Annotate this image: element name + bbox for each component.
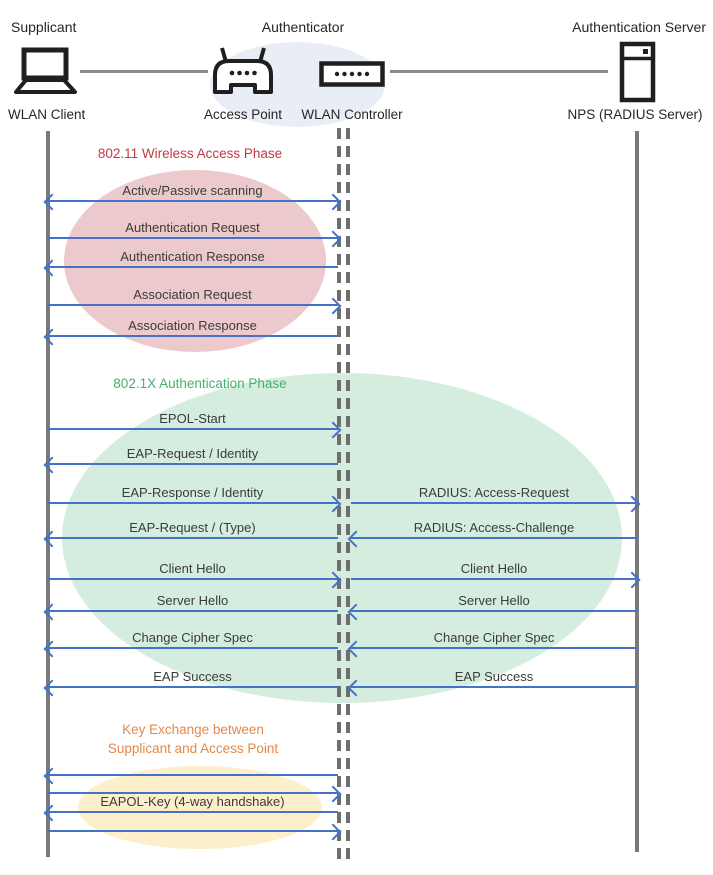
message-label: Client Hello [460, 561, 528, 576]
arrow-line [47, 774, 338, 776]
server-icon [619, 41, 656, 103]
message-label: EAP-Response / Identity [121, 485, 264, 500]
arrow-line [351, 537, 637, 539]
message-label: Change Cipher Spec [132, 630, 253, 645]
phase2-title: 802.1X Authentication Phase [113, 376, 287, 391]
wlan-controller-icon [319, 61, 385, 87]
arrow-line [47, 304, 338, 306]
device-label-access-point: Access Point [203, 107, 283, 122]
arrow-line [47, 811, 338, 813]
arrow-line [47, 463, 338, 465]
message-label: EAP-Request / Identity [126, 446, 259, 461]
message-label: Association Response [128, 318, 257, 333]
role-label-authentication-server: Authentication Server [572, 19, 706, 35]
phase3-title-line2: Supplicant and Access Point [107, 740, 279, 756]
message-label: Client Hello [159, 561, 226, 576]
message-label: Active/Passive scanning [122, 183, 263, 198]
arrow-line [351, 502, 637, 504]
arrow-line [47, 266, 338, 268]
role-label-authenticator: Authenticator [261, 19, 345, 35]
role-label-supplicant: Supplicant [11, 19, 77, 35]
message-label: Association Request [133, 287, 252, 302]
phase1-title: 802.11 Wireless Access Phase [97, 146, 283, 161]
phase3-title: Key Exchange between Supplicant and Acce… [63, 721, 323, 758]
message-label: EPOL-Start [159, 411, 226, 426]
arrow-line [47, 792, 338, 794]
arrow-line [47, 502, 338, 504]
arrow-line [47, 428, 338, 430]
arrow-line [351, 610, 637, 612]
message-label: EAPOL-Key (4-way handshake) [100, 794, 285, 809]
message-label: EAP-Request / (Type) [129, 520, 256, 535]
arrow-line [47, 200, 338, 202]
authenticator-lifeline-dashed-2 [346, 128, 350, 860]
server-lifeline [635, 131, 639, 852]
device-label-nps-radius-server: NPS (RADIUS Server) [567, 107, 703, 122]
authenticator-lifeline-dashed-1 [337, 128, 341, 860]
message-label: Change Cipher Spec [433, 630, 555, 645]
arrow-line [47, 335, 338, 337]
arrow-line [351, 578, 637, 580]
message-label: RADIUS: Access-Request [418, 485, 570, 500]
message-label: Authentication Response [120, 249, 265, 264]
phase3-ellipse [78, 766, 322, 849]
message-label: Server Hello [458, 593, 530, 608]
message-label: EAP Success [153, 669, 232, 684]
device-label-wlan-controller: WLAN Controller [301, 107, 403, 122]
arrow-line [47, 537, 338, 539]
supplicant-lifeline [46, 131, 50, 857]
arrow-line [47, 610, 338, 612]
arrow-line [351, 686, 637, 688]
arrow-line [351, 647, 637, 649]
device-label-wlan-client: WLAN Client [8, 107, 86, 122]
message-label: Server Hello [156, 593, 229, 608]
arrow-line [47, 830, 338, 832]
arrow-line [47, 237, 338, 239]
phase3-title-line1: Key Exchange between [122, 722, 264, 737]
connector-client-to-ap [80, 70, 208, 73]
arrow-line [47, 647, 338, 649]
arrow-line [47, 578, 338, 580]
message-label: Authentication Request [125, 220, 260, 235]
message-label: EAP Success [454, 669, 534, 684]
arrow-line [47, 686, 338, 688]
access-point-icon [209, 46, 277, 96]
connector-controller-to-server [390, 70, 608, 73]
message-label: RADIUS: Access-Challenge [413, 520, 575, 535]
laptop-icon [8, 46, 80, 96]
